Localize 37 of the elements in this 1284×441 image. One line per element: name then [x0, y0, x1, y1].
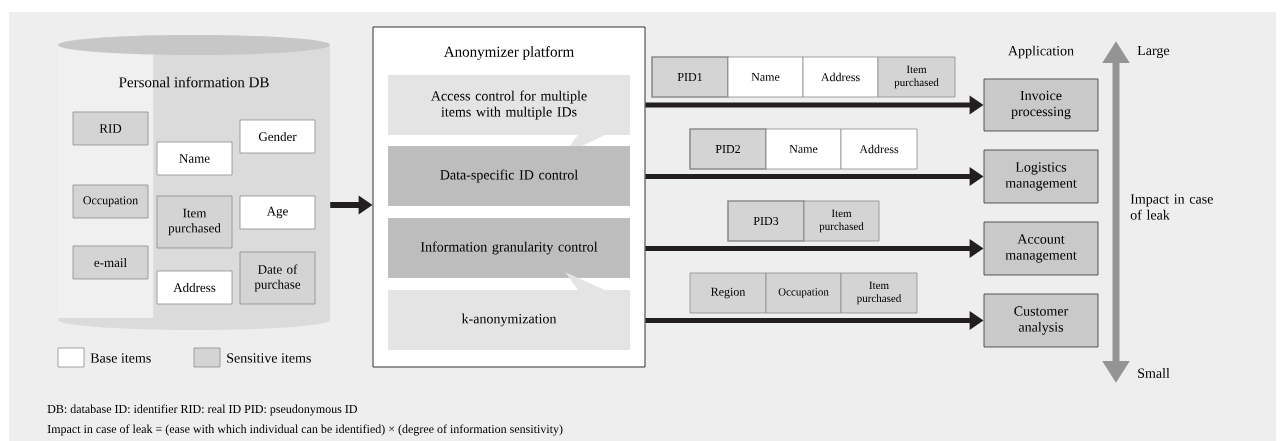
scale-label: Large	[1137, 45, 1170, 59]
function-box: Access control for multiple items with multiple IDs	[388, 75, 630, 155]
data-field-box: Item purchased	[803, 200, 880, 242]
function-box: Information granularity control	[388, 218, 630, 278]
function-box: k-anonymization	[388, 272, 630, 350]
data-field-box: Occupation	[72, 184, 149, 219]
application-box: Logistics management	[983, 149, 1099, 204]
legend-label: Sensitive items	[227, 353, 311, 363]
application-box: Account management	[983, 221, 1099, 276]
data-field-box: e-mail	[72, 245, 149, 280]
legend-label: Base items	[90, 353, 151, 363]
data-field-box: Name	[727, 56, 804, 98]
data-field-box: PID2	[689, 128, 767, 170]
data-field-box: Occupation	[765, 272, 842, 314]
data-field-box: Age	[239, 195, 316, 230]
function-box: Data-specific ID control	[388, 146, 630, 206]
data-field-box: Date of purchase	[239, 251, 316, 305]
data-field-box: Address	[156, 270, 233, 305]
scale-label: Small	[1138, 368, 1170, 378]
footnote: DB: database ID: identifier RID: real ID PID: pseudonymous ID	[47, 404, 357, 416]
data-field-box: Name	[765, 128, 842, 170]
data-field-box: Gender	[239, 119, 316, 154]
data-field-box: Region	[689, 272, 767, 314]
column-heading: Application	[1008, 45, 1074, 59]
data-field-box: PID1	[651, 56, 729, 98]
data-field-box: Name	[156, 141, 233, 176]
data-field-box: Address	[802, 56, 879, 98]
scale-label: Impact in case of leak	[1130, 194, 1213, 220]
data-field-box: RID	[72, 111, 149, 146]
data-field-box: PID3	[727, 200, 805, 242]
application-box: Invoice processing	[983, 78, 1099, 132]
data-field-box: Address	[840, 128, 918, 170]
data-field-box: Item purchased	[156, 195, 233, 249]
data-field-box: Item purchased	[877, 56, 956, 98]
application-box: Customer analysis	[983, 293, 1099, 348]
data-field-box: Item purchased	[840, 272, 918, 314]
footnote: Impact in case of leak = (ease with which individual can be identified) × (degree of information sensitivity)	[47, 424, 563, 436]
